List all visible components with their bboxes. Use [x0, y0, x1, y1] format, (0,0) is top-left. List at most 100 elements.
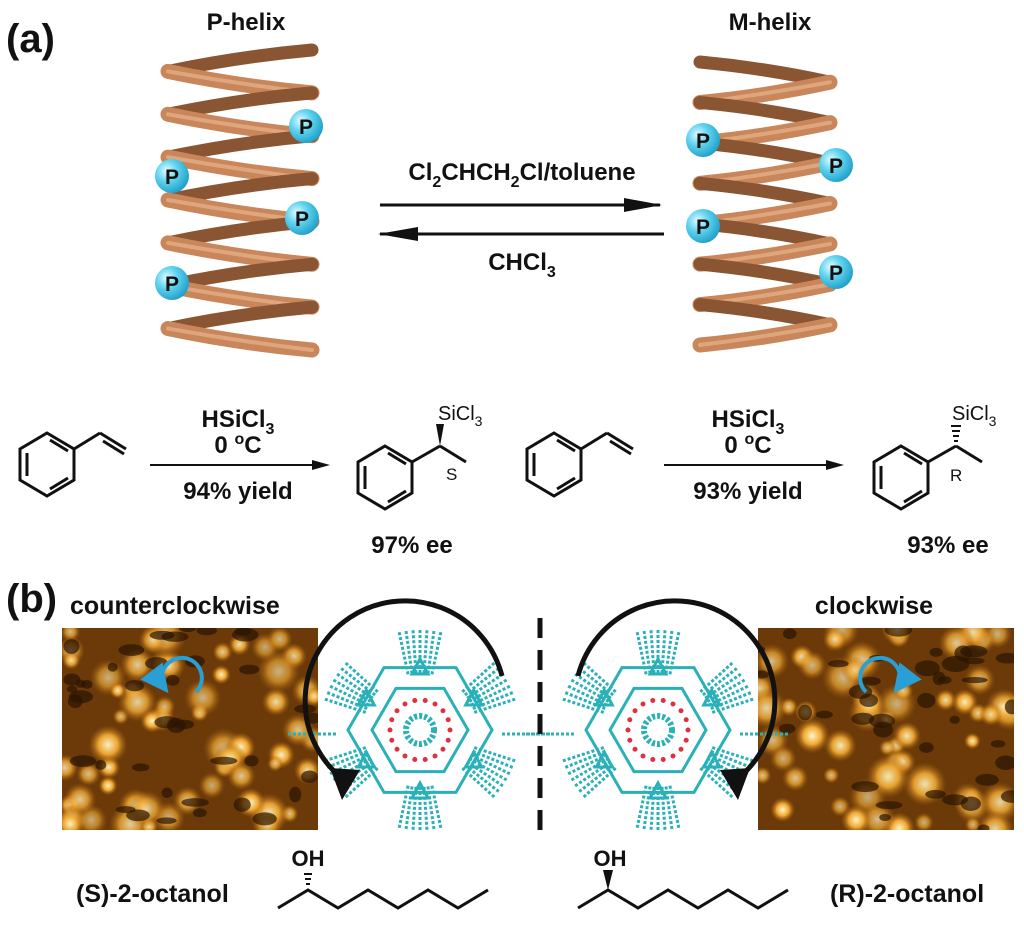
stm-dark-spot: [244, 755, 259, 767]
stm-bright-spot: [893, 680, 914, 701]
stm-dark-spot: [1000, 790, 1014, 803]
right-yield: 93% yield: [693, 478, 802, 505]
stm-bright-spot: [88, 725, 128, 765]
stm-dark-spot: [181, 798, 209, 807]
oxygen-atom: [683, 717, 689, 723]
molecular-assembly-right: [526, 630, 790, 830]
stm-dark-spot: [925, 789, 946, 799]
stm-dark-spot: [118, 644, 145, 656]
right-reagent: HSiCl3: [712, 406, 785, 438]
stm-bright-spot: [266, 628, 293, 653]
oxygen-atom: [394, 746, 400, 752]
stm-bright-spot: [934, 689, 957, 711]
alkyl-chain: [329, 684, 370, 707]
stm-dark-spot: [301, 770, 318, 783]
stm-dark-spot: [156, 817, 177, 824]
svg-text:P: P: [299, 116, 313, 139]
stm-dark-spot: [869, 713, 896, 728]
clockwise-arrowhead: [720, 768, 750, 800]
stm-dark-spot: [125, 680, 145, 692]
stm-bright-spot: [866, 754, 910, 799]
stm-bright-spot: [98, 776, 118, 796]
triangular-unit: [355, 748, 377, 769]
stm-dark-spot: [196, 628, 217, 636]
stm-dark-spot: [918, 742, 934, 753]
stm-dark-spot: [851, 712, 875, 725]
stm-dark-spot: [914, 660, 940, 677]
stm-dark-spot: [758, 670, 769, 679]
forward-arrowhead: [624, 198, 662, 212]
svg-text:P: P: [696, 216, 710, 239]
stm-bright-spot: [781, 764, 809, 792]
oxygen-atom: [440, 746, 446, 752]
triangular-unit: [593, 748, 615, 769]
product-s-group: SiCl3: [438, 403, 483, 429]
alkyl-chain: [567, 684, 608, 707]
svg-text:P: P: [829, 262, 843, 285]
hash-bond-r: [951, 425, 961, 442]
oxygen-atom: [625, 727, 631, 733]
alkyl-chain: [706, 678, 746, 703]
product-r: [872, 444, 983, 511]
phosphorus-marker: P: [155, 266, 189, 300]
alkyl-chain: [708, 684, 749, 707]
oxygen-atom: [440, 708, 446, 714]
oxygen-atom: [632, 746, 638, 752]
stm-dark-spot: [798, 704, 813, 721]
triangular-unit: [647, 655, 669, 676]
p-helix-markers: P P P P: [155, 109, 323, 300]
stm-bright-spot: [140, 708, 165, 733]
p-helix-title: P-helix: [207, 9, 286, 36]
oxygen-atom: [640, 701, 646, 707]
stm-dark-spot: [782, 628, 797, 640]
alkyl-chain: [570, 757, 610, 782]
reverse-arrowhead: [378, 227, 418, 241]
r-octanol-wedge-bond: [603, 870, 613, 890]
stm-bright-spot: [212, 641, 233, 663]
stm-dark-spot: [990, 740, 1006, 748]
oxygen-atom: [670, 753, 676, 759]
svg-text:P: P: [165, 273, 179, 296]
alkyl-chain: [468, 757, 508, 782]
r-octanol-chain: [577, 888, 789, 910]
left-yield: 94% yield: [183, 478, 292, 505]
stm-dark-spot: [95, 759, 107, 770]
oxygen-atom: [412, 757, 418, 763]
stm-dark-spot: [161, 631, 189, 642]
stm-bright-spot: [62, 651, 81, 670]
stm-dark-spot: [289, 786, 302, 803]
oxygen-atom: [660, 757, 666, 763]
alkyl-chain: [332, 678, 372, 703]
oxygen-atom: [678, 708, 684, 714]
stm-dark-spot: [63, 639, 80, 654]
stm-dark-spot: [210, 756, 238, 765]
alkyl-chain: [468, 678, 508, 703]
counterclockwise-rotation-icon: [140, 655, 204, 694]
stm-bright-spot: [183, 678, 222, 717]
product-r-group: SiCl3: [952, 403, 997, 429]
svg-text:P: P: [295, 208, 309, 231]
oxygen-atom: [394, 708, 400, 714]
stm-dark-spot: [960, 645, 988, 658]
oxygen-atom: [632, 708, 638, 714]
triangular-unit: [593, 686, 615, 707]
stm-dark-spot: [815, 710, 833, 719]
stm-bright-spot: [758, 687, 787, 729]
phosphorus-marker: P: [819, 255, 853, 289]
clockwise-rotation-icon: [858, 655, 922, 694]
oxygen-atom: [445, 717, 451, 723]
stm-dark-spot: [995, 755, 1014, 771]
stm-dark-spot: [875, 801, 903, 810]
stm-bright-spot: [198, 771, 226, 799]
reverse-condition: CHCl3: [488, 249, 556, 281]
stm-bright-spot: [758, 643, 790, 679]
right-ee: 93% ee: [907, 532, 988, 559]
s-octanol-oh: OH: [292, 846, 325, 871]
panel-a-label: (a): [6, 17, 55, 61]
stm-bright-spot: [892, 721, 922, 751]
hexagonal-ring: [370, 686, 470, 774]
alkyl-chain: [570, 678, 610, 703]
stm-bright-spot: [840, 804, 872, 830]
clockwise-title: clockwise: [815, 592, 933, 620]
